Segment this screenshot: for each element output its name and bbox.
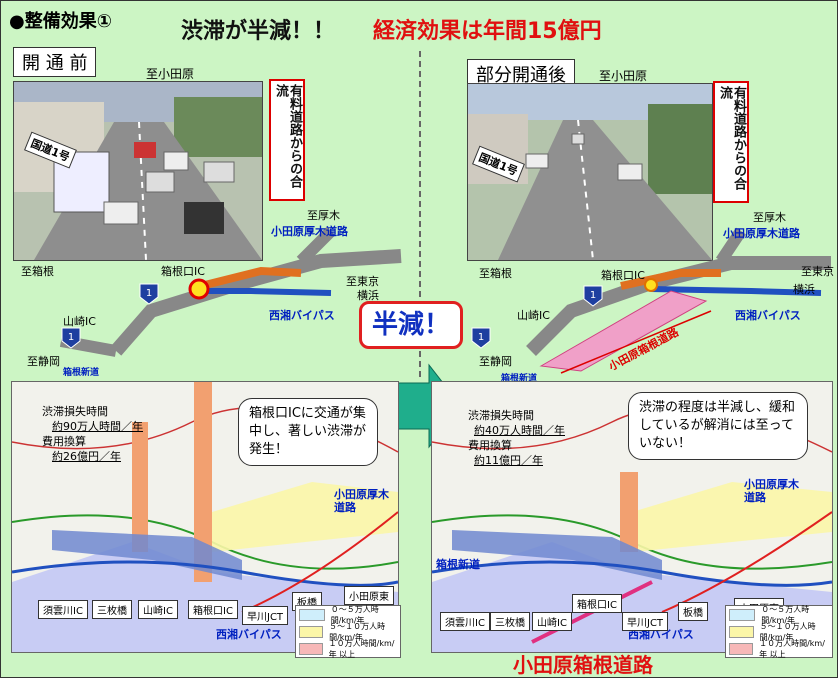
after-route-shield-1-number: 1 — [590, 290, 596, 301]
after-to-atsugi: 至厚木 — [753, 211, 786, 224]
before-photo-top: 至小田原 — [146, 67, 195, 81]
after-legend-swatch-1 — [729, 625, 754, 638]
after-loss-title: 渋滞損失時間 — [468, 409, 534, 422]
before-photo-illustration — [14, 82, 262, 260]
after-road-diagram: 1 1 — [471, 227, 831, 374]
after-tag-0: 須雲川IC — [440, 612, 490, 631]
before-odawara-atsugi: 小田原厚木道路 — [271, 225, 348, 238]
after-cost-title: 費用換算 — [468, 439, 512, 452]
before-tag-2: 山崎IC — [138, 600, 178, 619]
before-legend-row-2: １０万人時間/km/年 以上 — [296, 638, 400, 659]
before-route-shield-1: 1 — [139, 283, 159, 305]
before-yamazaki: 山崎IC — [63, 315, 96, 328]
after-legend: ０～５万人時間/km/年 ５～１０万人時間/km/年 １０万人時間/km/年 以… — [725, 604, 833, 659]
after-odawara-atsugi: 小田原厚木道路 — [723, 227, 800, 240]
before-map-seisho: 西湘バイパス — [216, 628, 282, 641]
after-tag-6: 早川JCT — [622, 612, 669, 631]
after-seisho: 西湘バイパス — [735, 309, 801, 322]
before-tag-6: 早川JCT — [242, 606, 289, 625]
before-hakoneguchi: 箱根口IC — [161, 265, 205, 278]
before-hakone-shindo: 箱根新道 — [63, 368, 100, 378]
before-to-atsugi: 至厚木 — [307, 209, 340, 222]
after-route-shield-2-number: 1 — [478, 332, 484, 343]
before-legend-swatch-0 — [299, 608, 325, 621]
economic-effect: 経済効果は年間15億円 — [373, 19, 602, 44]
after-to-hakone: 至箱根 — [479, 267, 512, 280]
before-legend-label-1: ５～１０万人時間/km/年 — [329, 621, 386, 642]
after-yokohama: 横浜 — [793, 283, 815, 296]
before-loss-title: 渋滞損失時間 — [42, 405, 108, 418]
before-cost-value: 約26億円／年 — [52, 450, 121, 463]
after-cost-value: 約11億円／年 — [474, 454, 543, 467]
after-speech-bubble: 渋滞の程度は半減し、緩和しているが解消には至っていない！ — [628, 392, 808, 460]
after-tag-3: 箱根口IC — [572, 594, 622, 613]
after-hakoneguchi: 箱根口IC — [601, 269, 645, 282]
after-legend-row-0: ０～５万人時間/km/年 — [726, 604, 832, 625]
after-tag-2: 山崎IC — [532, 612, 572, 631]
after-info: 渋滞損失時間 約40万人時間／年 費用換算 約11億円／年 — [468, 408, 565, 468]
before-loss-value: 約90万人時間／年 — [52, 420, 143, 433]
before-legend-row-1: ５～１０万人時間/km/年 — [296, 621, 400, 642]
before-legend-row-0: ０～５万人時間/km/年 — [296, 604, 400, 625]
after-tag-4: 板橋 — [678, 602, 708, 621]
after-photo-top: 至小田原 — [599, 69, 648, 83]
before-to-shizuoka: 至静岡 — [27, 355, 60, 368]
before-route-shield-1-number: 1 — [146, 288, 152, 299]
after-yamazaki: 山崎IC — [517, 309, 550, 322]
after-legend-row-1: ５～１０万人時間/km/年 — [726, 621, 832, 642]
before-to-hakone: 至箱根 — [21, 265, 54, 278]
after-to-tokyo: 至東京 — [801, 265, 834, 278]
before-route-shield-2-number: 1 — [68, 332, 74, 343]
after-map-seisho: 西湘バイパス — [628, 628, 694, 641]
before-legend-label-2: １０万人時間/km/年 以上 — [328, 638, 395, 659]
headline: 渋滞が半減！！ — [181, 19, 336, 44]
after-photo: 国道1号 — [467, 83, 713, 261]
after-photo-illustration — [468, 84, 712, 260]
before-seisho: 西湘バイパス — [269, 309, 335, 322]
after-legend-label-1: ５～１０万人時間/km/年 — [759, 621, 816, 642]
center-badge: 半減！ — [359, 301, 463, 349]
after-map-odawara-atsugi: 小田原厚木道路 — [744, 478, 799, 504]
after-to-shizuoka: 至静岡 — [479, 355, 512, 368]
before-legend-swatch-1 — [299, 625, 324, 638]
after-road-name: 小田原箱根道路 — [513, 653, 653, 677]
before-photo: 国道1号 — [13, 81, 263, 261]
after-map-hakone-shindo: 箱根新道 — [436, 558, 480, 571]
before-side-label: 有料道路からの合流 — [269, 79, 305, 201]
after-legend-swatch-2 — [729, 642, 754, 655]
before-to-tokyo: 至東京 — [346, 275, 379, 288]
after-legend-row-2: １０万人時間/km/年 以上 — [726, 638, 832, 659]
before-map-odawara-atsugi: 小田原厚木道路 — [334, 488, 389, 514]
after-tag-1: 三枚橋 — [490, 612, 530, 631]
before-legend-label-0: ０～５万人時間/km/年 — [330, 604, 379, 625]
before-tag-5: 小田原東 — [344, 586, 394, 605]
before-tag-0: 須雲川IC — [38, 600, 88, 619]
after-side-label: 有料道路からの合流 — [713, 81, 749, 203]
after-legend-swatch-0 — [729, 608, 756, 621]
after-hakone-shindo: 箱根新道 — [501, 374, 538, 384]
before-label: 開 通 前 — [13, 47, 97, 77]
section-title: ●整備効果① — [9, 11, 112, 32]
before-tag-1: 三枚橋 — [92, 600, 132, 619]
before-speech-bubble: 箱根口ICに交通が集中し、著しい渋滞が発生！ — [238, 398, 378, 466]
after-route-shield-2: 1 — [471, 327, 491, 349]
after-legend-label-0: ０～５万人時間/km/年 — [761, 604, 810, 625]
after-legend-label-2: １０万人時間/km/年 以上 — [759, 638, 825, 659]
before-yokohama: 横浜 — [357, 289, 379, 302]
before-cost-title: 費用換算 — [42, 435, 86, 448]
before-route-shield-2: 1 — [61, 327, 81, 349]
before-legend: ０～５万人時間/km/年 ５～１０万人時間/km/年 １０万人時間/km/年 以… — [295, 604, 401, 659]
divider — [419, 51, 421, 377]
before-road-diagram: 1 1 — [59, 226, 402, 357]
before-tag-3: 箱根口IC — [188, 600, 238, 619]
before-legend-swatch-2 — [299, 642, 323, 655]
before-info: 渋滞損失時間 約90万人時間／年 費用換算 約26億円／年 — [42, 404, 143, 464]
after-route-shield-1: 1 — [583, 285, 603, 307]
after-loss-value: 約40万人時間／年 — [474, 424, 565, 437]
